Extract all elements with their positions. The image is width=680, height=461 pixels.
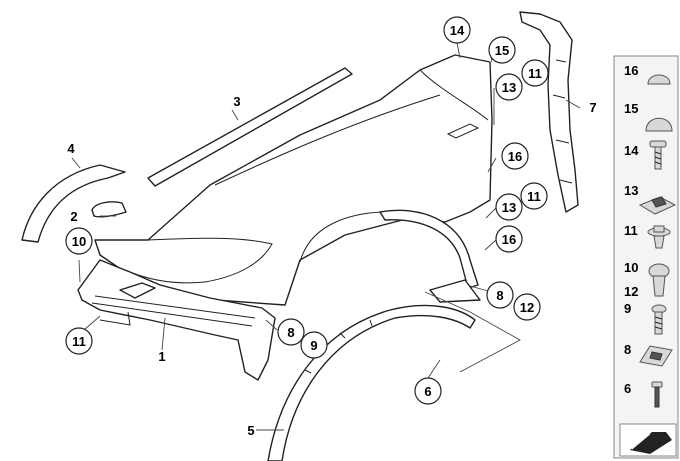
callout-16-top[interactable]: 16 [501, 142, 529, 170]
callout-13-mid[interactable]: 13 [495, 193, 523, 221]
legend-item-6[interactable]: 6 [624, 381, 663, 408]
clip-nut-icon [638, 196, 677, 215]
bumper-support-bracket [77, 259, 276, 381]
callout-7[interactable]: 7 [589, 100, 596, 115]
svg-text:16: 16 [624, 63, 638, 78]
dome-cap-icon [645, 117, 673, 132]
screw-icon [649, 140, 667, 170]
callout-9[interactable]: 9 [300, 331, 328, 359]
callout-13-top[interactable]: 13 [495, 73, 523, 101]
legend-item-11[interactable]: 11 [624, 223, 671, 249]
callout-6[interactable]: 6 [414, 377, 442, 405]
dome-cap-icon [647, 74, 671, 85]
svg-text:14: 14 [624, 143, 639, 158]
speed-nut-icon [639, 345, 673, 367]
svg-text:8: 8 [496, 288, 503, 303]
legend-item-8[interactable]: 8 [624, 342, 673, 367]
svg-text:13: 13 [502, 80, 516, 95]
svg-text:10: 10 [624, 260, 638, 275]
svg-text:13: 13 [624, 183, 638, 198]
callout-8-right[interactable]: 8 [486, 281, 514, 309]
legend-item-16[interactable]: 16 [624, 63, 671, 85]
legend-panel: 16 15 14 13 11 [613, 55, 679, 459]
trim-strip [147, 67, 353, 187]
svg-text:9: 9 [310, 338, 317, 353]
rivet-icon [648, 263, 670, 297]
callout-11-mid[interactable]: 11 [520, 182, 548, 210]
svg-text:11: 11 [527, 189, 541, 204]
legend-item-13[interactable]: 13 [624, 183, 677, 215]
legend-item-15[interactable]: 15 [624, 101, 673, 132]
callout-2[interactable]: 2 [70, 209, 77, 224]
svg-text:6: 6 [424, 384, 431, 399]
reference-outline [424, 291, 521, 373]
svg-text:9: 9 [624, 301, 631, 316]
legend-item-12[interactable]: 12 [624, 263, 670, 299]
svg-text:11: 11 [624, 223, 638, 238]
svg-text:14: 14 [450, 23, 465, 38]
callout-14[interactable]: 14 [443, 16, 471, 44]
legend-item-10[interactable]: 10 [624, 260, 638, 275]
svg-text:13: 13 [502, 200, 516, 215]
svg-text:12: 12 [624, 284, 638, 299]
callout-1[interactable]: 1 [158, 349, 165, 364]
svg-text:6: 6 [624, 381, 631, 396]
callout-12[interactable]: 12 [513, 293, 541, 321]
arch-extension [21, 164, 126, 243]
callout-11-left[interactable]: 11 [65, 327, 93, 355]
svg-text:16: 16 [502, 232, 516, 247]
cover-cap [91, 201, 127, 218]
arrow-icon[interactable] [619, 423, 677, 457]
legend-item-9[interactable]: 9 [624, 301, 667, 335]
pin-icon [651, 381, 663, 408]
callout-11-top[interactable]: 11 [521, 59, 549, 87]
fender-seal [519, 11, 579, 213]
screw-icon [651, 304, 667, 335]
legend-item-14[interactable]: 14 [624, 140, 667, 170]
callout-15[interactable]: 15 [488, 36, 516, 64]
svg-text:12: 12 [520, 300, 534, 315]
callout-8-left[interactable]: 8 [277, 318, 305, 346]
callout-4[interactable]: 4 [67, 141, 75, 156]
callout-10[interactable]: 10 [65, 227, 93, 255]
svg-text:16: 16 [508, 149, 522, 164]
svg-text:8: 8 [624, 342, 631, 357]
callout-5[interactable]: 5 [247, 423, 254, 438]
callouts: 14 15 11 13 16 11 13 16 8 12 6 8 9 10 11… [65, 16, 597, 438]
svg-text:11: 11 [72, 334, 86, 349]
svg-text:11: 11 [528, 66, 542, 81]
svg-text:15: 15 [495, 43, 509, 58]
svg-text:15: 15 [624, 101, 638, 116]
wheel-arch-trim [379, 209, 481, 303]
svg-text:10: 10 [72, 234, 86, 249]
callout-3[interactable]: 3 [233, 94, 240, 109]
callout-16-mid[interactable]: 16 [495, 225, 523, 253]
svg-text:8: 8 [287, 325, 294, 340]
expanding-rivet-icon [647, 225, 671, 249]
